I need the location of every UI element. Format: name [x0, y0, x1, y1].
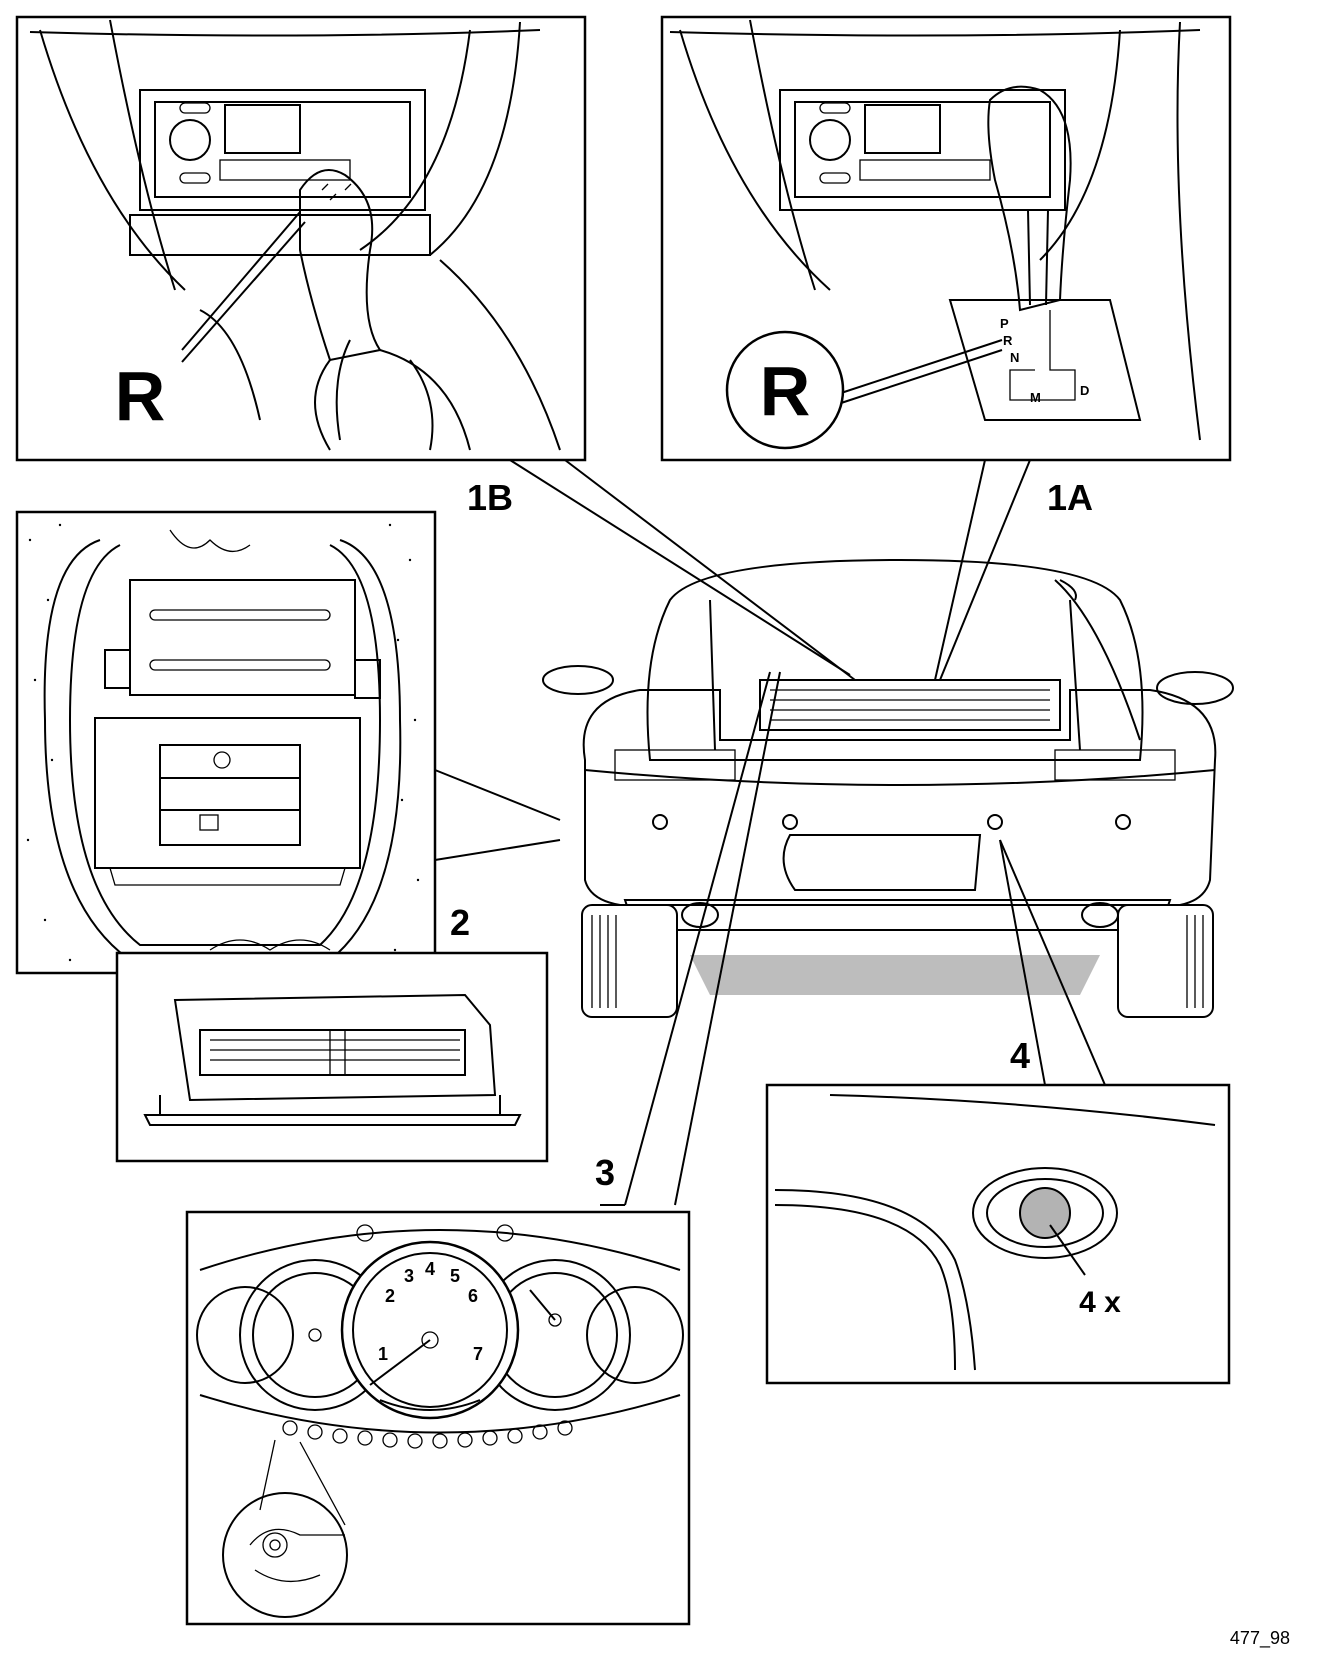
- gear-label-d: D: [1080, 383, 1089, 398]
- tach-label-4: 4: [425, 1259, 435, 1279]
- panel-2-connector-detail: [115, 951, 549, 1163]
- panel-2-control-unit: [15, 510, 437, 975]
- reverse-label-tiptronic: R: [760, 352, 811, 430]
- tach-label-2: 2: [385, 1286, 395, 1306]
- gear-label-m: M: [1030, 390, 1041, 405]
- panel-3-instrument-cluster: 1 2 3 4 5 6 7: [185, 1210, 691, 1626]
- warning-lamp-row: [282, 1420, 573, 1449]
- tach-label-5: 5: [450, 1266, 460, 1286]
- gear-label-r: R: [1003, 333, 1013, 348]
- car-rear-view: [542, 558, 1234, 1018]
- gear-label-n: N: [1010, 350, 1019, 365]
- gear-gate-labels: P R N D M: [1000, 316, 1089, 405]
- gear-label-p: P: [1000, 316, 1009, 331]
- callout-4-label: 4: [1010, 1035, 1030, 1076]
- callout-1a-label: 1A: [1047, 477, 1093, 518]
- callout-2-label: 2: [450, 902, 470, 943]
- tach-label-6: 6: [468, 1286, 478, 1306]
- figure-number: 477_98: [1230, 1628, 1290, 1649]
- tach-label-7: 7: [473, 1344, 483, 1364]
- tachometer-scale: 1 2 3 4 5 6 7: [378, 1259, 483, 1364]
- panel-1b-manual-shifter: R: [15, 15, 587, 462]
- callout-1b-label: 1B: [467, 477, 513, 518]
- tach-label-3: 3: [404, 1266, 414, 1286]
- tach-label-1: 1: [378, 1344, 388, 1364]
- panel-4-fastener-detail: 4 x: [765, 1083, 1231, 1385]
- callout-3-label: 3: [595, 1152, 615, 1193]
- panel-1a-tiptronic-selector: P R N D M R: [660, 15, 1232, 462]
- reverse-label-manual: R: [115, 357, 166, 435]
- fastener-quantity-label: 4 x: [1079, 1286, 1121, 1319]
